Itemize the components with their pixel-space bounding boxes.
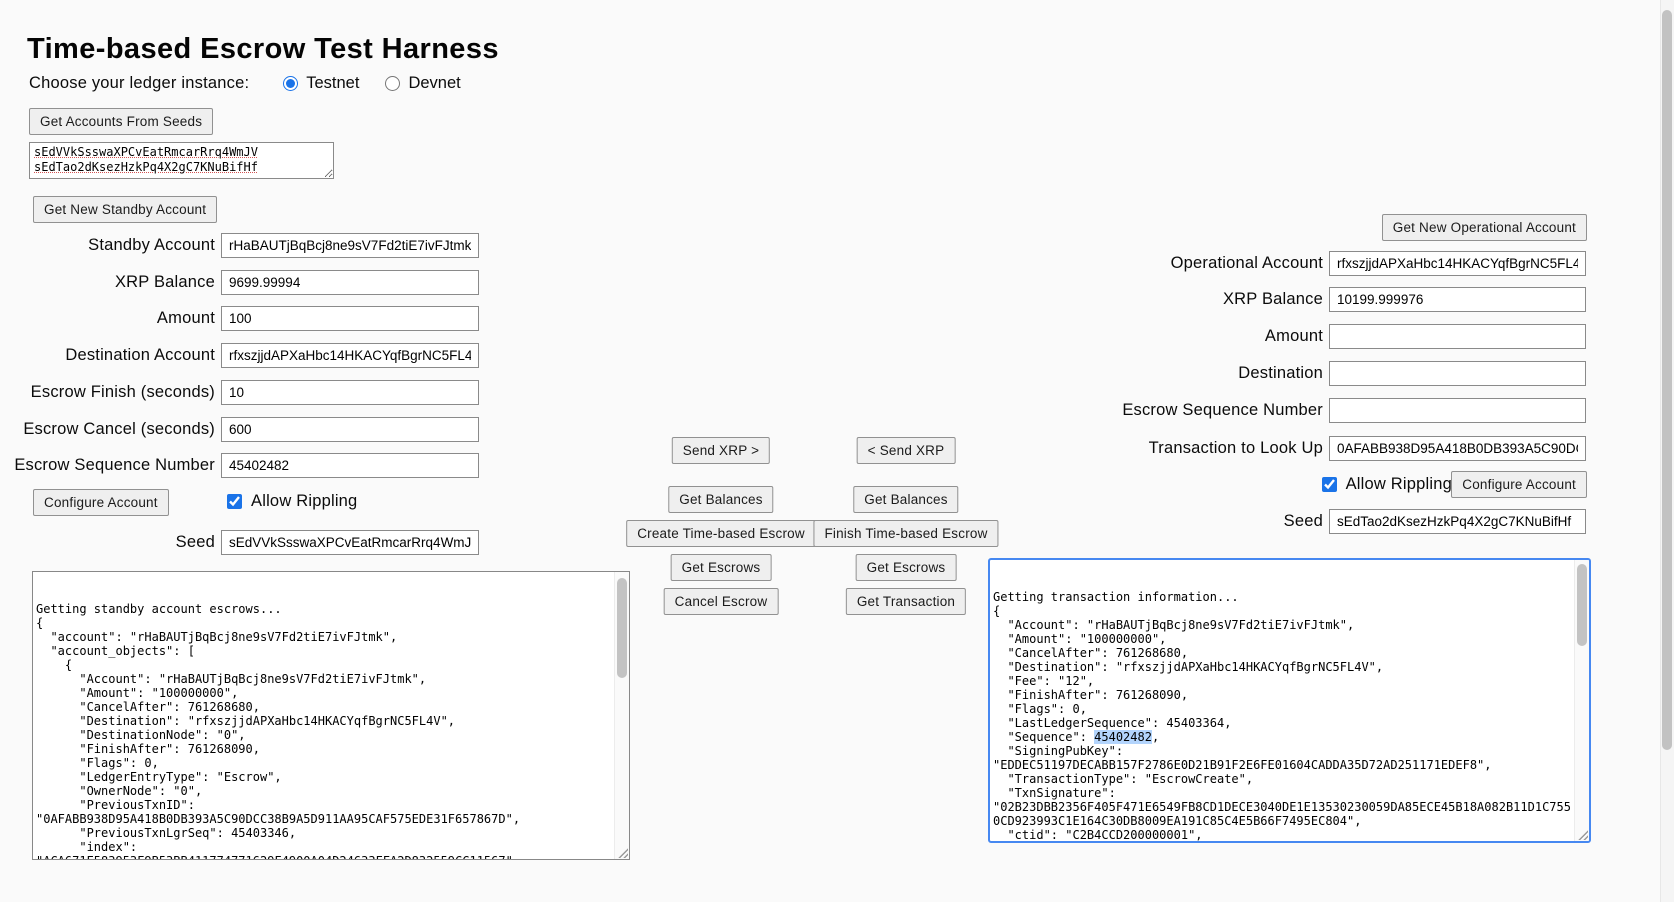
standby-amount-input[interactable] bbox=[221, 306, 479, 331]
page-title: Time-based Escrow Test Harness bbox=[27, 33, 499, 66]
operational-escrow-sequence-label: Escrow Sequence Number bbox=[1122, 401, 1323, 419]
standby-results-console[interactable]: Getting standby account escrows... { "ac… bbox=[32, 571, 630, 860]
finish-time-based-escrow-button[interactable]: Finish Time-based Escrow bbox=[813, 520, 999, 547]
page-scrollbar-thumb[interactable] bbox=[1662, 10, 1672, 750]
operational-xrp-balance-label: XRP Balance bbox=[1222, 290, 1323, 308]
send-xrp-to-standby-button[interactable]: < Send XRP bbox=[856, 437, 956, 464]
ledger-prompt-label: Choose your ledger instance: bbox=[29, 73, 250, 92]
operational-destination-input[interactable] bbox=[1329, 361, 1586, 386]
standby-seed-label: Seed bbox=[175, 533, 215, 551]
standby-amount-row: Amount bbox=[0, 306, 479, 331]
ledger-instance-chooser: Choose your ledger instance: Testnet Dev… bbox=[29, 72, 487, 94]
cancel-escrow-button[interactable]: Cancel Escrow bbox=[663, 588, 779, 615]
operational-escrow-sequence-input[interactable] bbox=[1329, 398, 1586, 423]
operational-destination-label: Destination bbox=[1238, 364, 1323, 382]
operational-configure-account-button[interactable]: Configure Account bbox=[1451, 471, 1587, 498]
operational-allow-rippling-group: Allow Rippling bbox=[1321, 475, 1452, 494]
operational-escrow-sequence-row: Escrow Sequence Number bbox=[866, 398, 1586, 423]
operational-get-balances-button[interactable]: Get Balances bbox=[853, 486, 959, 513]
standby-allow-rippling-group: Allow Rippling bbox=[227, 492, 357, 511]
standby-destination-row: Destination Account bbox=[0, 343, 479, 368]
standby-xrp-balance-row: XRP Balance bbox=[0, 270, 479, 295]
get-new-standby-account-button[interactable]: Get New Standby Account bbox=[33, 196, 218, 223]
standby-get-escrows-button[interactable]: Get Escrows bbox=[670, 554, 772, 581]
get-accounts-from-seeds-button[interactable]: Get Accounts From Seeds bbox=[29, 108, 214, 135]
standby-escrow-sequence-row: Escrow Sequence Number bbox=[0, 453, 479, 478]
standby-destination-label: Destination Account bbox=[65, 346, 215, 364]
escrow-cancel-input[interactable] bbox=[221, 417, 479, 442]
operational-seed-label: Seed bbox=[1283, 512, 1323, 530]
transaction-lookup-input[interactable] bbox=[1329, 436, 1586, 461]
standby-escrow-sequence-label: Escrow Sequence Number bbox=[14, 456, 215, 474]
standby-destination-input[interactable] bbox=[221, 343, 479, 368]
page-scrollbar[interactable] bbox=[1660, 0, 1674, 902]
standby-account-row: Standby Account bbox=[0, 233, 479, 258]
operational-results-console[interactable]: Getting transaction information... { "Ac… bbox=[988, 558, 1591, 843]
escrow-finish-input[interactable] bbox=[221, 380, 479, 405]
operational-allow-rippling-checkbox[interactable] bbox=[1321, 477, 1337, 492]
testnet-radio-label: Testnet bbox=[306, 73, 360, 92]
send-xrp-to-operational-button[interactable]: Send XRP > bbox=[671, 437, 771, 464]
operational-seed-row: Seed bbox=[866, 509, 1586, 534]
standby-account-input[interactable] bbox=[221, 233, 479, 258]
standby-xrp-balance-label: XRP Balance bbox=[114, 273, 215, 291]
operational-get-escrows-button[interactable]: Get Escrows bbox=[855, 554, 957, 581]
operational-xrp-balance-row: XRP Balance bbox=[866, 287, 1586, 312]
standby-seed-input[interactable] bbox=[221, 530, 479, 555]
operational-amount-label: Amount bbox=[1264, 327, 1323, 345]
operational-seed-input[interactable] bbox=[1329, 509, 1586, 534]
get-transaction-button[interactable]: Get Transaction bbox=[845, 588, 967, 615]
standby-get-balances-button[interactable]: Get Balances bbox=[668, 486, 774, 513]
devnet-radio-label: Devnet bbox=[408, 73, 461, 92]
standby-xrp-balance-input[interactable] bbox=[221, 270, 479, 295]
operational-results-text: Getting transaction information... { "Ac… bbox=[993, 590, 1571, 842]
operational-account-label: Operational Account bbox=[1170, 254, 1323, 272]
standby-allow-rippling-checkbox[interactable] bbox=[227, 494, 242, 509]
standby-results-text: Getting standby account escrows... { "ac… bbox=[36, 602, 521, 859]
ledger-option-devnet[interactable]: Devnet bbox=[385, 73, 461, 93]
operational-allow-rippling-label: Allow Rippling bbox=[1345, 475, 1452, 493]
transaction-lookup-row: Transaction to Look Up bbox=[866, 436, 1586, 461]
operational-xrp-balance-input[interactable] bbox=[1329, 287, 1586, 312]
seeds-textarea[interactable]: sEdVVkSsswaXPCvEatRmcarRrq4WmJV sEdTao2d… bbox=[29, 142, 334, 179]
operational-amount-input[interactable] bbox=[1329, 324, 1586, 349]
standby-account-label: Standby Account bbox=[88, 236, 215, 254]
standby-amount-label: Amount bbox=[156, 309, 215, 327]
operational-destination-row: Destination bbox=[866, 361, 1586, 386]
devnet-radio[interactable] bbox=[385, 75, 401, 91]
escrow-cancel-row: Escrow Cancel (seconds) bbox=[0, 417, 479, 442]
standby-escrow-sequence-input[interactable] bbox=[221, 453, 479, 478]
get-new-operational-account-button[interactable]: Get New Operational Account bbox=[1381, 214, 1587, 241]
standby-seed-row: Seed bbox=[0, 530, 479, 555]
escrow-finish-label: Escrow Finish (seconds) bbox=[30, 383, 215, 401]
testnet-radio[interactable] bbox=[283, 75, 299, 91]
create-time-based-escrow-button[interactable]: Create Time-based Escrow bbox=[626, 520, 816, 547]
transaction-lookup-label: Transaction to Look Up bbox=[1148, 439, 1323, 457]
operational-amount-row: Amount bbox=[866, 324, 1586, 349]
standby-results-scrollbar-thumb[interactable] bbox=[617, 578, 627, 678]
standby-allow-rippling-label: Allow Rippling bbox=[251, 492, 358, 510]
operational-account-row: Operational Account bbox=[866, 251, 1586, 276]
operational-results-scrollbar-thumb[interactable] bbox=[1577, 564, 1587, 646]
escrow-finish-row: Escrow Finish (seconds) bbox=[0, 380, 479, 405]
standby-configure-account-button[interactable]: Configure Account bbox=[33, 489, 169, 516]
escrow-cancel-label: Escrow Cancel (seconds) bbox=[23, 420, 215, 438]
operational-account-input[interactable] bbox=[1329, 251, 1586, 276]
ledger-option-testnet[interactable]: Testnet bbox=[283, 74, 359, 93]
